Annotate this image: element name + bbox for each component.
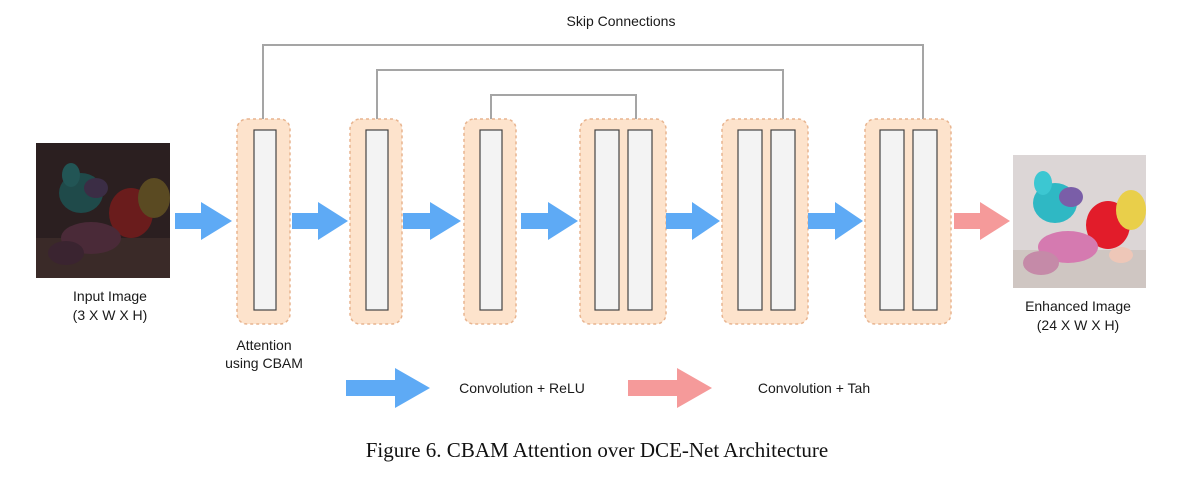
attention-label: Attention bbox=[236, 337, 291, 353]
legend-arrow-conv-tah bbox=[628, 368, 712, 408]
enhanced-image-label: Enhanced Image bbox=[1025, 298, 1131, 314]
arrow-conv-relu-5 bbox=[666, 202, 720, 240]
layer-conv-4a bbox=[737, 129, 763, 311]
layer-conv-5a bbox=[879, 129, 905, 311]
legend-arrow-conv-relu bbox=[346, 368, 430, 408]
block-conv-4 bbox=[721, 118, 809, 325]
attention-sublabel: using CBAM bbox=[225, 355, 303, 371]
skip-connections-label: Skip Connections bbox=[567, 13, 676, 29]
layer-conv-1 bbox=[365, 129, 389, 311]
skip-connections bbox=[262, 44, 931, 131]
arrow-conv-relu-2 bbox=[292, 202, 348, 240]
layer-conv-3a bbox=[594, 129, 620, 311]
block-conv-2 bbox=[463, 118, 517, 325]
block-conv-3 bbox=[579, 118, 667, 325]
block-attention bbox=[236, 118, 291, 325]
enhanced-image-dims: (24 X W X H) bbox=[1037, 317, 1119, 333]
input-image bbox=[36, 143, 170, 278]
input-image-label: Input Image bbox=[73, 288, 147, 304]
input-image-photo bbox=[36, 143, 170, 278]
layer-conv-5b bbox=[912, 129, 938, 311]
enhanced-image-photo bbox=[1013, 155, 1146, 288]
arrow-conv-tah bbox=[954, 202, 1010, 240]
block-conv-1 bbox=[349, 118, 403, 325]
skip-connection-inner bbox=[490, 94, 644, 131]
skip-connection-outer bbox=[262, 44, 931, 131]
arrow-conv-relu-6 bbox=[808, 202, 863, 240]
input-image-dims: (3 X W X H) bbox=[73, 307, 148, 323]
layer-conv-3b bbox=[627, 129, 653, 311]
arrow-conv-relu-4 bbox=[521, 202, 578, 240]
layer-attention bbox=[253, 129, 277, 311]
flow-arrows bbox=[175, 202, 863, 240]
architecture-diagram: Skip Connections Input Image (3 X bbox=[73, 13, 1131, 408]
enhanced-image bbox=[1013, 155, 1146, 288]
block-conv-5 bbox=[864, 118, 952, 325]
arrow-conv-relu-1 bbox=[175, 202, 232, 240]
figure-caption: Figure 6. CBAM Attention over DCE-Net Ar… bbox=[365, 438, 829, 462]
layer-conv-2 bbox=[479, 129, 503, 311]
arrow-conv-relu-3 bbox=[403, 202, 461, 240]
layer-conv-4b bbox=[770, 129, 796, 311]
legend-label-conv-tah: Convolution + Tah bbox=[758, 380, 870, 396]
skip-connection-middle bbox=[376, 69, 791, 131]
legend-label-conv-relu: Convolution + ReLU bbox=[459, 380, 585, 396]
legend: Convolution + ReLU Convolution + Tah bbox=[346, 368, 870, 408]
